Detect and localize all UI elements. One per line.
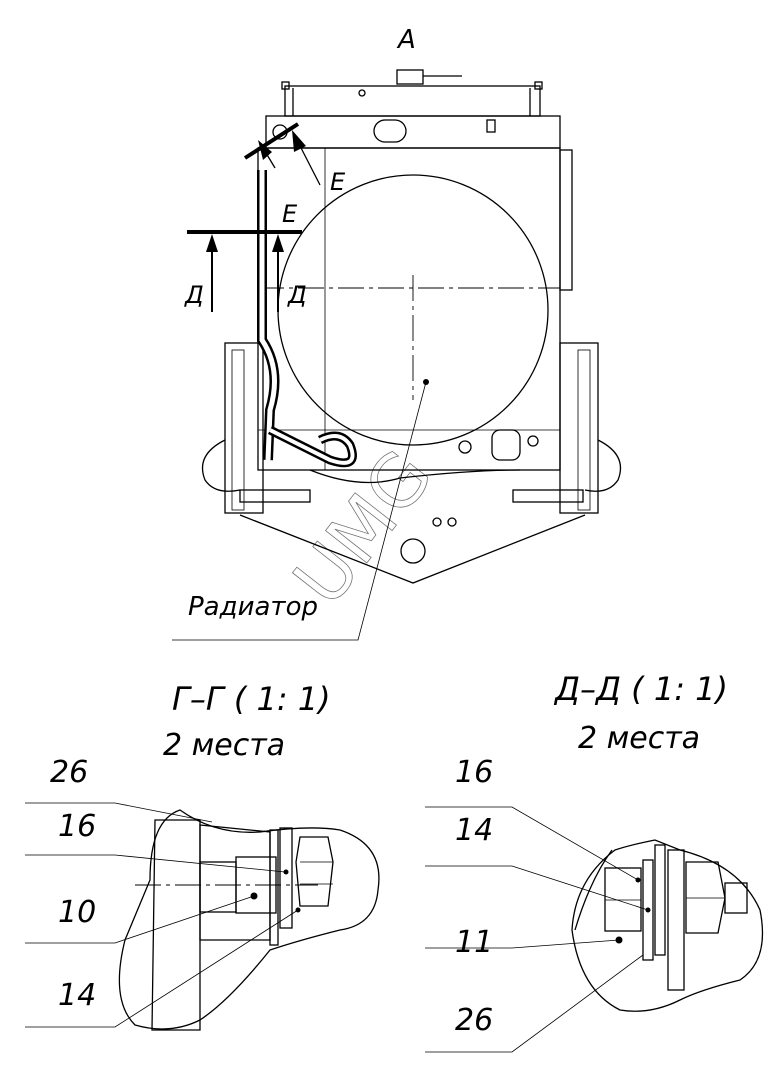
filler-cap: [396, 69, 424, 85]
section-d-label: Д: [184, 281, 204, 309]
section-g-detail: [25, 802, 380, 1031]
radiator-main-view: UMG: [172, 69, 622, 641]
upper-collector: [265, 115, 561, 149]
view-label-a: А: [396, 25, 416, 55]
callout-number: 16: [455, 755, 493, 790]
section-d-label: Д: [287, 281, 307, 309]
callout-number: 14: [58, 978, 96, 1013]
right-mount: [559, 342, 599, 514]
bottom-frame: [239, 514, 586, 584]
radiator-callout: Радиатор: [188, 592, 318, 622]
section-e-label: Е: [330, 168, 346, 196]
section-d-detail: [425, 806, 764, 1053]
section-d-subtitle: 2 места: [578, 721, 700, 756]
section-g-title: Г–Г ( 1: 1): [172, 680, 331, 718]
callout-number: 26: [50, 755, 88, 790]
radiator-core: [257, 147, 561, 471]
callout-number: 16: [58, 809, 96, 844]
section-d-title: Д–Д ( 1: 1): [553, 670, 728, 708]
section-e-label: Е: [282, 200, 298, 228]
callout-number: 10: [58, 895, 96, 930]
callout-number: 26: [455, 1003, 493, 1038]
callout-number: 11: [455, 925, 493, 960]
left-mount: [224, 342, 264, 514]
top-tank: [284, 85, 541, 117]
section-e-line: [243, 122, 300, 160]
radiator-leader: [172, 381, 427, 641]
section-g-subtitle: 2 места: [163, 728, 285, 763]
callout-number: 14: [455, 813, 493, 848]
